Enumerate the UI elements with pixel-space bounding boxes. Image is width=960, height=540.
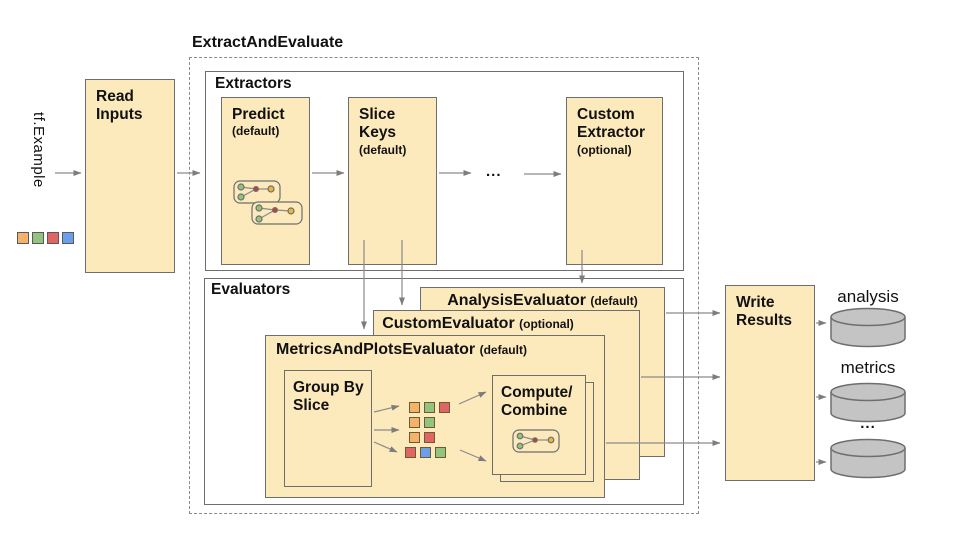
slice-keys-qualifier: (default) xyxy=(359,142,407,157)
read-inputs-box: Read Inputs xyxy=(85,79,175,273)
analysis-evaluator-qualifier: (default) xyxy=(590,294,638,308)
custom-evaluator-name: CustomEvaluator xyxy=(382,315,515,332)
extractors-label: Extractors xyxy=(215,75,292,92)
slice-square-green xyxy=(435,447,446,458)
output-metrics-label: metrics xyxy=(840,358,896,377)
input-label: tf.Example xyxy=(30,112,47,188)
custom-extractor-qualifier: (optional) xyxy=(577,142,632,157)
metrics-database-icon xyxy=(830,382,906,423)
group-by-slice-title: Group By Slice xyxy=(293,379,364,415)
metrics-and-plots-evaluator-qualifier: (default) xyxy=(479,343,527,357)
slice-square-orange xyxy=(409,432,420,443)
metrics-and-plots-evaluator-title: MetricsAndPlotsEvaluator (default) xyxy=(276,341,527,359)
pipeline-title: ExtractAndEvaluate xyxy=(192,34,344,51)
group-by-slice-box: Group By Slice xyxy=(284,370,372,487)
slice-square-orange xyxy=(409,402,420,413)
slice-keys-extractor-box: Slice Keys (default) xyxy=(348,97,437,265)
slice-square-green xyxy=(424,402,435,413)
predict-extractor-box: Predict (default) xyxy=(221,97,310,265)
read-inputs-title: Read Inputs xyxy=(96,88,143,124)
slice-square-red xyxy=(405,447,416,458)
analysis-evaluator-title: AnalysisEvaluator (default) xyxy=(420,292,665,310)
custom-extractor-title: Custom Extractor xyxy=(577,106,646,142)
write-results-box: Write Results xyxy=(725,285,815,481)
custom-extractor-box: Custom Extractor (optional) xyxy=(566,97,663,265)
legend-square-blue xyxy=(62,232,74,244)
custom-evaluator-qualifier: (optional) xyxy=(519,317,574,331)
evaluators-label: Evaluators xyxy=(211,281,291,298)
predict-qualifier: (default) xyxy=(232,124,280,139)
compute-combine-box: Compute/ Combine xyxy=(492,375,586,475)
output-ellipsis-label: ... xyxy=(860,415,876,432)
input-legend xyxy=(17,232,97,246)
other-database-icon xyxy=(830,438,906,479)
model-graph-icon xyxy=(233,180,303,225)
legend-square-green xyxy=(32,232,44,244)
legend-square-red xyxy=(47,232,59,244)
output-analysis-label: analysis xyxy=(837,287,899,306)
extract-and-evaluate-container xyxy=(189,57,699,514)
metrics-and-plots-evaluator-name: MetricsAndPlotsEvaluator xyxy=(276,341,476,358)
slice-square-red xyxy=(439,402,450,413)
slice-square-blue xyxy=(420,447,431,458)
slice-square-orange xyxy=(409,417,420,428)
legend-square-orange xyxy=(17,232,29,244)
slice-keys-title: Slice Keys xyxy=(359,106,397,142)
write-results-title: Write Results xyxy=(736,294,792,330)
slice-grid xyxy=(405,402,459,462)
slice-square-red xyxy=(424,432,435,443)
custom-evaluator-title: CustomEvaluator (optional) xyxy=(378,315,578,333)
predict-title: Predict xyxy=(232,106,285,123)
analysis-evaluator-name: AnalysisEvaluator xyxy=(447,292,586,309)
slice-square-green xyxy=(424,417,435,428)
extractors-ellipsis: ... xyxy=(486,163,502,180)
analysis-database-icon xyxy=(830,307,906,348)
combine-graph-icon xyxy=(512,429,560,453)
compute-combine-title: Compute/ Combine xyxy=(501,384,573,420)
